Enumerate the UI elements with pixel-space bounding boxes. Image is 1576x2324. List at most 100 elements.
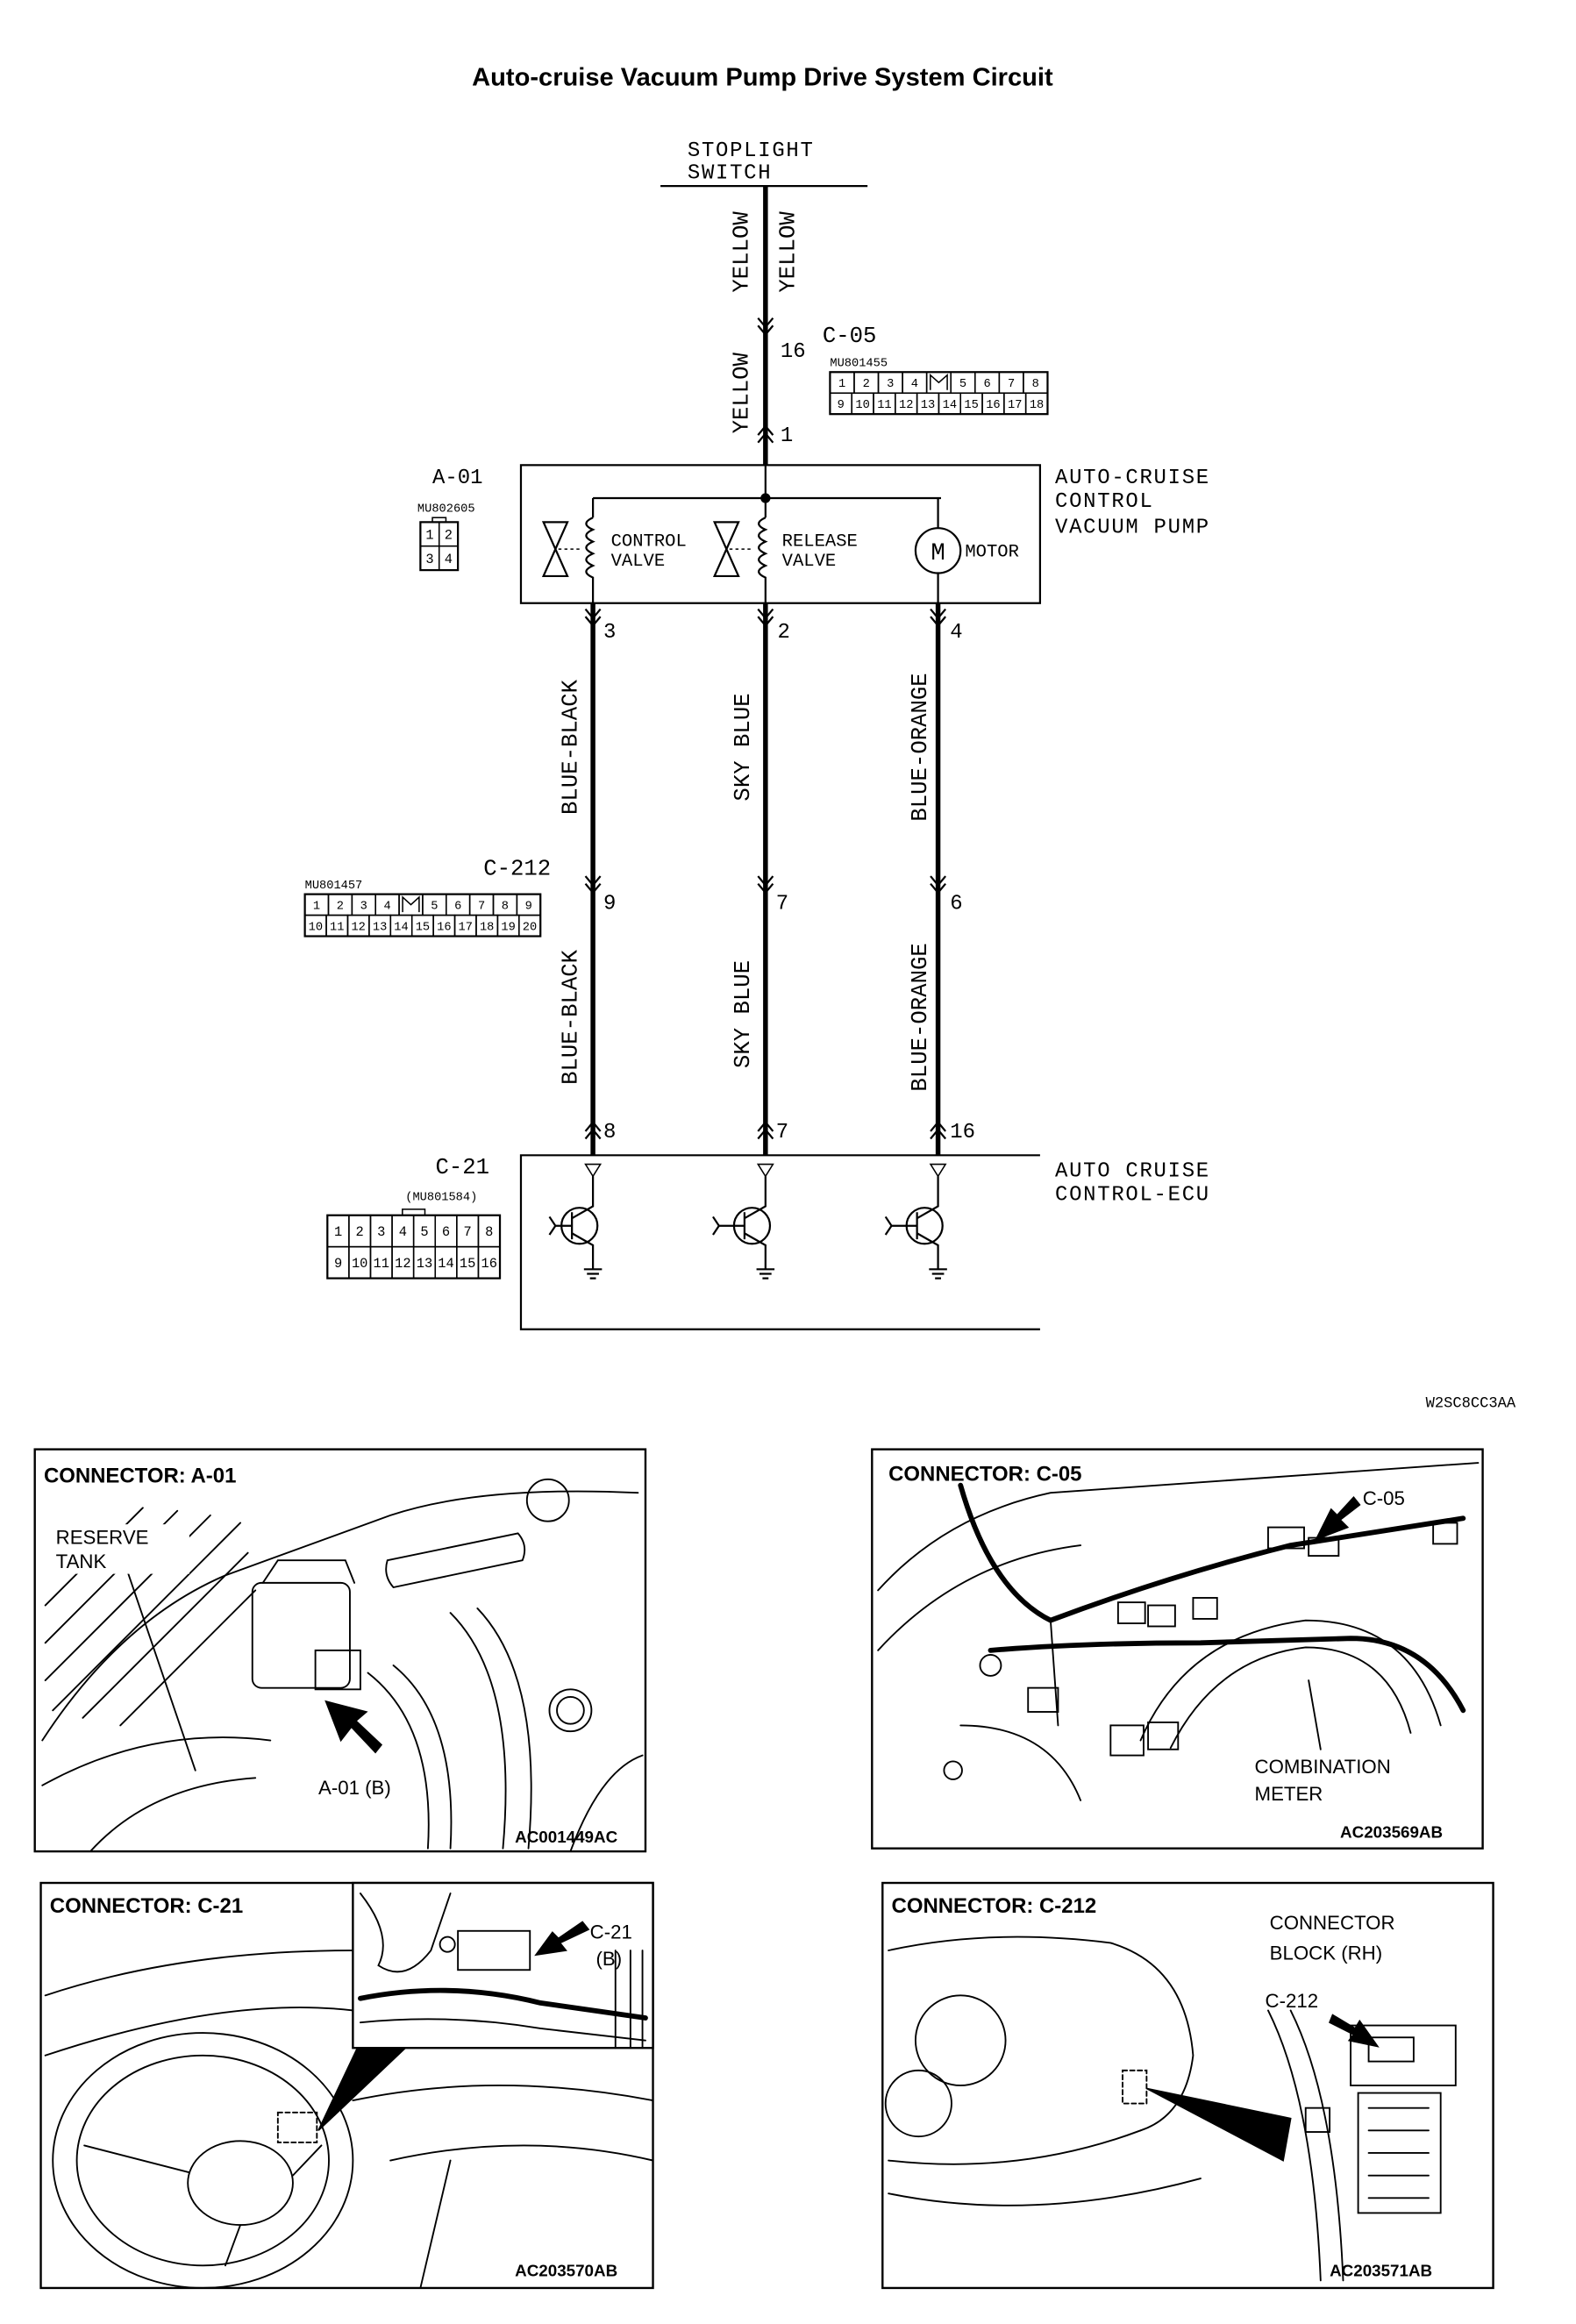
control-valve-label-line2: VALVE xyxy=(611,552,666,572)
wire-label-yellow-2: YELLOW xyxy=(775,211,801,293)
connector-pin-number: 11 xyxy=(330,921,344,934)
instrument-panel-edge-3 xyxy=(352,2085,653,2288)
connector-pin-number: 12 xyxy=(899,399,913,412)
ecu-contact-3 xyxy=(929,1163,947,1178)
harness-connector-6 xyxy=(1027,1686,1059,1713)
vacuum-pump-body xyxy=(251,1581,351,1689)
ecu-transistor-3-base xyxy=(884,1212,918,1240)
wire-label-sky-blue-upper: SKY BLUE xyxy=(731,693,756,801)
connector-pin-number: 18 xyxy=(480,921,494,934)
ecu-transistor-2-collector xyxy=(744,1176,767,1220)
a01-connector-id: A-01 xyxy=(432,467,482,490)
dashboard-inner-edge xyxy=(877,1544,1082,1651)
ecu-pin-3: 16 xyxy=(950,1121,975,1144)
c05-junction-chevron-lower xyxy=(757,424,774,444)
connector-pin-number: 6 xyxy=(454,900,461,913)
connector-pin-cell xyxy=(1024,392,1049,415)
location-panel-c212-title: CONNECTOR: C-212 xyxy=(892,1894,1097,1918)
connector-block-upper xyxy=(1350,2024,1457,2086)
c21-connector-shape xyxy=(457,1929,531,1971)
connector-pin-number: 8 xyxy=(1032,378,1039,391)
steering-wheel-spokes xyxy=(83,2144,323,2267)
c05-junction-chevron-upper xyxy=(757,317,774,337)
wire-label-yellow-3: YELLOW xyxy=(729,352,754,433)
connector-pin-number: 2 xyxy=(337,900,344,913)
harness-connector-9 xyxy=(1432,1522,1458,1545)
combination-meter-inner xyxy=(1169,1646,1412,1750)
pump-pin-out-1: 3 xyxy=(603,621,616,645)
connector-pin-number: 20 xyxy=(523,921,537,934)
ecu-transistor-3-emitter xyxy=(916,1232,939,1270)
connector-pin-number: 3 xyxy=(360,900,367,913)
arrow-pointer-icon xyxy=(324,1700,383,1754)
zoom-wedge xyxy=(1145,2087,1292,2162)
c21-connector-location xyxy=(276,2111,318,2143)
harness-connector-2 xyxy=(1308,1536,1340,1558)
c212-part-number: MU801457 xyxy=(305,880,363,893)
connector-pin-number: 1 xyxy=(313,900,320,913)
connector-pin-number: 4 xyxy=(445,552,453,567)
figure-code-c21: AC203570AB xyxy=(515,2261,617,2279)
connector-pin-number: 16 xyxy=(437,921,451,934)
connector-key-icon xyxy=(402,895,420,913)
c212-connector-location xyxy=(1122,2069,1148,2105)
inset-clip xyxy=(439,1935,456,1953)
page-title: Auto-cruise Vacuum Pump Drive System Cir… xyxy=(472,64,1053,92)
c21-part-number: (MU801584) xyxy=(405,1192,477,1205)
engine-bolt-ring xyxy=(548,1688,593,1733)
dashboard-outline xyxy=(888,1935,1194,2132)
connector-pin-number: 1 xyxy=(334,1224,342,1240)
vacuum-hose-2 xyxy=(449,1608,532,1850)
vacuum-pump-label-line3: VACUUM PUMP xyxy=(1055,516,1210,539)
connector-pin-number: 1 xyxy=(838,378,845,391)
wire-label-blue-orange-upper: BLUE-ORANGE xyxy=(908,673,933,821)
ecu-transistor-1 xyxy=(548,1163,603,1280)
connector-pin-number: 3 xyxy=(425,552,433,567)
connector-pin-number: 3 xyxy=(377,1224,385,1240)
grommet-2 xyxy=(943,1760,963,1780)
vacuum-pump-label-line2: CONTROL xyxy=(1055,490,1154,514)
wire-harness-lower xyxy=(988,1636,1466,1714)
callout-connector: CONNECTOR xyxy=(1270,1912,1395,1934)
connector-pin-number: 6 xyxy=(983,378,990,391)
connector-pin-number: 5 xyxy=(431,900,438,913)
connector-pin-number: 8 xyxy=(485,1224,493,1240)
connector-pin-number: 13 xyxy=(921,399,935,412)
dashboard-top-edge xyxy=(877,1462,1480,1592)
ecu-label-line1: AUTO CRUISE xyxy=(1055,1159,1210,1183)
callout-c21: C-21 xyxy=(590,1921,632,1943)
release-valve-symbol xyxy=(712,521,740,578)
connector-pin-number: 7 xyxy=(464,1224,472,1240)
connector-pin-number: 17 xyxy=(459,921,473,934)
ecu-contact-2 xyxy=(756,1163,774,1178)
connector-key-icon xyxy=(930,373,948,390)
stoplight-switch-label-line2: SWITCH xyxy=(688,162,772,186)
connector-pin-number: 14 xyxy=(394,921,408,934)
c212-pin-1: 9 xyxy=(603,893,616,916)
c21-detail-inset xyxy=(352,1881,654,2050)
figure-code-a01: AC001449AC xyxy=(515,1828,617,1846)
intake-cylinder xyxy=(385,1532,526,1589)
connector-pin-cell xyxy=(518,914,541,937)
gauge-1 xyxy=(914,1994,1007,2086)
ecu-transistor-3 xyxy=(884,1163,947,1280)
ecu-pin-2: 7 xyxy=(776,1121,788,1144)
connector-pin-number: 15 xyxy=(964,399,978,412)
connector-pin-number: 19 xyxy=(501,921,515,934)
control-valve-coil xyxy=(585,517,595,603)
c21-detail-inset-frame xyxy=(352,1881,654,2050)
engine-bay-curve-3 xyxy=(569,1754,644,1852)
c212-pin-2: 7 xyxy=(776,893,788,916)
connector-pin-number: 15 xyxy=(416,921,430,934)
c05-pin-out: 1 xyxy=(781,424,793,448)
ecu-transistor-1-base xyxy=(548,1212,574,1240)
connector-pin-number: 12 xyxy=(395,1256,410,1272)
connector-pin-number: 10 xyxy=(352,1256,367,1272)
steering-wheel-outer xyxy=(52,2032,354,2288)
wire-label-yellow-1: YELLOW xyxy=(729,211,754,293)
gauge-2 xyxy=(884,2069,952,2138)
pump-pin-out-2: 2 xyxy=(778,621,790,645)
ecu-transistor-2-emitter xyxy=(744,1232,767,1270)
ecu-transistor-2-base xyxy=(712,1212,745,1240)
